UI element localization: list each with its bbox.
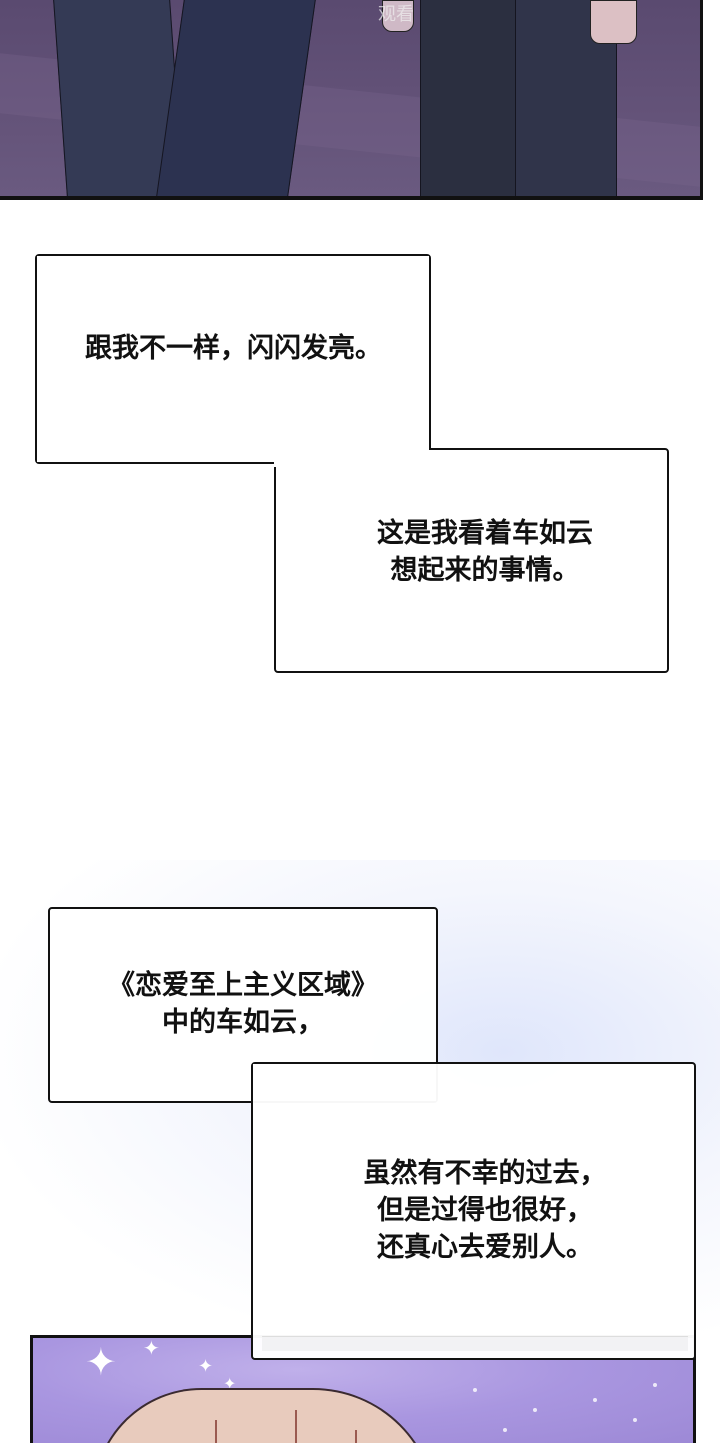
star-dot [473, 1388, 477, 1392]
box-merge-mask [37, 256, 429, 462]
watermark: 观看 [378, 4, 414, 25]
caption-text-1: 跟我不一样，闪闪发亮。 [85, 333, 382, 364]
caption-box-2 [274, 448, 669, 673]
caption-text-3: 《恋爱至上主义区域》 中的车如云， [108, 970, 378, 1038]
star-dot [533, 1408, 537, 1412]
box-merge-mask [253, 1064, 436, 1101]
star-dot [633, 1418, 637, 1422]
character-leg [156, 0, 316, 196]
comic-panel-top: 观看 [0, 0, 703, 200]
character-hair [93, 1388, 437, 1443]
character-leg [420, 0, 517, 196]
star-dot [653, 1383, 657, 1387]
caption-box-4-inner-strip [262, 1336, 688, 1351]
caption-box-4 [251, 1062, 696, 1360]
character-hand [590, 0, 637, 44]
star-dot [593, 1398, 597, 1402]
star-dot [503, 1428, 507, 1432]
caption-text-2: 这是我看着车如云 想起来的事情。 [377, 518, 593, 586]
sparkle-icon: ✦ [198, 1356, 214, 1377]
character-hand [382, 0, 414, 32]
sparkle-icon: ✦ [143, 1336, 160, 1360]
sparkle-icon: ✦ [85, 1340, 117, 1384]
caption-text-4: 虽然有不幸的过去， 但是过得也很好， 还真心去爱别人。 [363, 1158, 607, 1263]
